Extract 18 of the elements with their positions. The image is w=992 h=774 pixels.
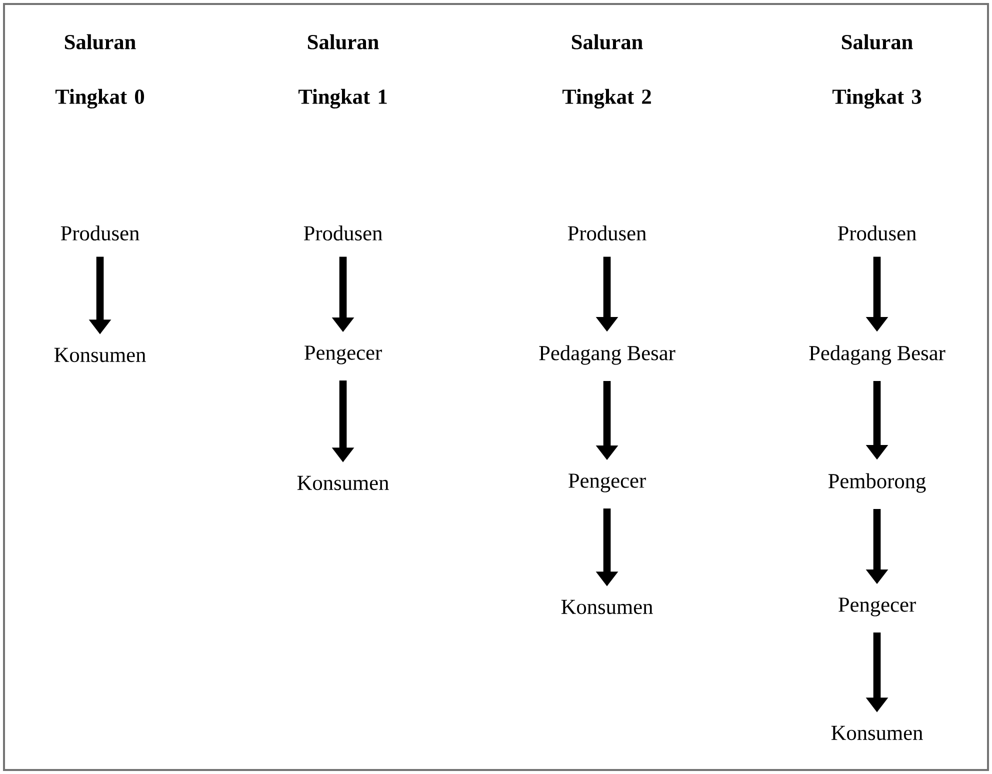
stage-label: Konsumen bbox=[54, 348, 146, 362]
stage-label: Pengecer bbox=[304, 346, 382, 364]
stage-label: Konsumen bbox=[831, 726, 923, 740]
stage-label: Pedagang Besar bbox=[809, 345, 946, 365]
column-heading: Saluran Tingkat 1 bbox=[298, 34, 387, 108]
stage-label: Produsen bbox=[568, 226, 646, 240]
column-heading: Saluran Tingkat 0 bbox=[55, 34, 144, 108]
stage-label: Pemborong bbox=[828, 473, 926, 493]
stage-label: Konsumen bbox=[297, 476, 389, 490]
stage-label: Pengecer bbox=[838, 598, 916, 616]
stage-label: Produsen bbox=[838, 226, 916, 240]
stage-label: Pedagang Besar bbox=[539, 345, 676, 365]
column-heading: Saluran Tingkat 2 bbox=[562, 34, 651, 108]
stage-label: Produsen bbox=[304, 226, 382, 240]
stage-label: Pengecer bbox=[568, 474, 646, 492]
stage-label: Produsen bbox=[60, 226, 140, 240]
column-heading: Saluran Tingkat 3 bbox=[832, 34, 922, 108]
stage-label: Konsumen bbox=[561, 600, 653, 614]
